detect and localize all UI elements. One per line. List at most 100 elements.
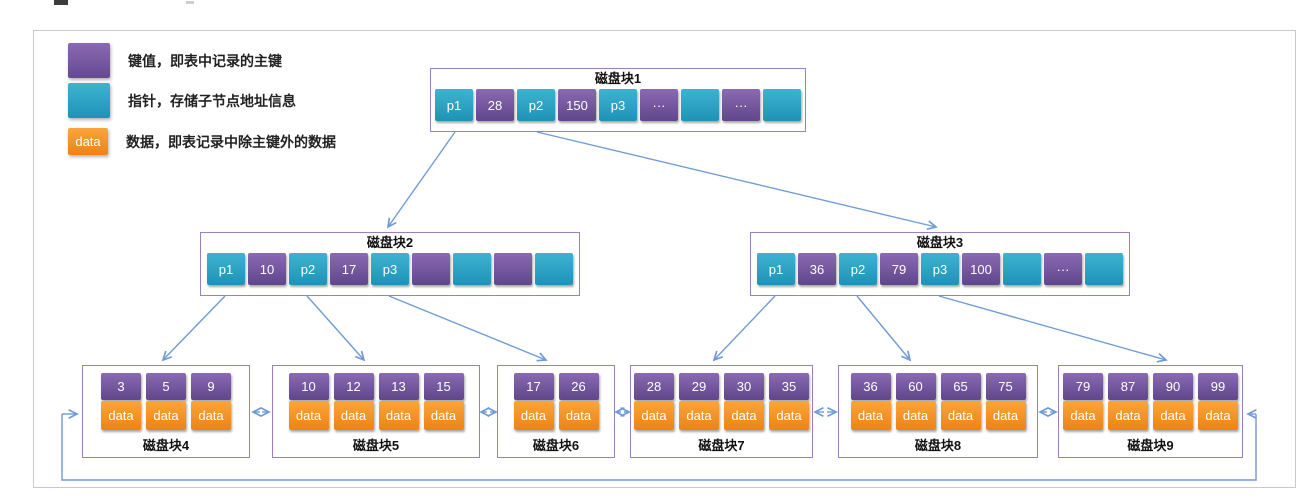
- key-cell: 150: [558, 89, 596, 121]
- data-cell: data: [724, 401, 764, 430]
- node-title: 磁盘块2: [366, 235, 414, 250]
- data-cell: data: [146, 401, 186, 430]
- pointer-cell: [763, 89, 801, 121]
- pointer-cell: p1: [435, 89, 473, 121]
- key-cell: 5: [146, 373, 186, 400]
- key-cell: 3: [101, 373, 141, 400]
- key-cell: 36: [798, 253, 836, 285]
- key-cell: 65: [940, 373, 981, 400]
- key-cell: 30: [724, 373, 764, 400]
- data-cell: data: [191, 401, 231, 430]
- key-cell: 90: [1153, 373, 1193, 400]
- data-cell: data: [679, 401, 719, 430]
- key-cell: 87: [1108, 373, 1148, 400]
- data-cell: data: [1153, 401, 1193, 430]
- pointer-cell: [1085, 253, 1123, 285]
- key-cell: 28: [634, 373, 674, 400]
- data-cell: data: [1063, 401, 1103, 430]
- pointer-cell: p2: [839, 253, 877, 285]
- legend-row-data: data 数据，即表记录中除主键外的数据: [68, 128, 336, 155]
- pointer-swatch: [68, 83, 110, 118]
- leaf-title: 磁盘块9: [1127, 438, 1174, 453]
- key-cell: 60: [895, 373, 936, 400]
- key-cell: 79: [880, 253, 918, 285]
- data-cell: data: [940, 401, 981, 430]
- key-cell: [494, 253, 532, 285]
- key-cell: 35: [769, 373, 809, 400]
- data-cell: data: [850, 401, 891, 430]
- key-swatch: [68, 43, 110, 78]
- key-cell: ···: [722, 89, 760, 121]
- key-cell: ···: [640, 89, 678, 121]
- data-cell: data: [513, 401, 554, 430]
- key-cell: ···: [1044, 253, 1082, 285]
- key-cell: 26: [558, 373, 599, 400]
- data-cell: data: [101, 401, 141, 430]
- key-cell: 36: [850, 373, 891, 400]
- leaf-title: 磁盘块6: [532, 438, 580, 453]
- key-cell: 17: [330, 253, 368, 285]
- key-cell: 29: [679, 373, 719, 400]
- legend-label-data: 数据，即表记录中除主键外的数据: [126, 133, 336, 150]
- pointer-cell: p3: [599, 89, 637, 121]
- data-cell: data: [333, 401, 374, 430]
- screenshot-artifact: [186, 1, 194, 4]
- key-cell: 100: [962, 253, 1000, 285]
- legend-label-key: 键值，即表中记录的主键: [128, 52, 282, 69]
- key-cell: 79: [1063, 373, 1103, 400]
- data-cell: data: [895, 401, 936, 430]
- data-cell: data: [1198, 401, 1238, 430]
- legend-row-pointer: 指针，存储子节点地址信息: [68, 83, 296, 118]
- leaf-title: 磁盘块7: [698, 438, 745, 453]
- pointer-cell: [453, 253, 491, 285]
- node-title: 磁盘块3: [916, 235, 964, 250]
- key-cell: 75: [985, 373, 1026, 400]
- key-cell: 12: [333, 373, 374, 400]
- data-cell: data: [558, 401, 599, 430]
- pointer-cell: p2: [517, 89, 555, 121]
- key-cell: 17: [513, 373, 554, 400]
- data-cell: data: [769, 401, 809, 430]
- leaf-title: 磁盘块8: [914, 438, 962, 453]
- legend-label-pointer: 指针，存储子节点地址信息: [128, 92, 296, 109]
- node-title: 磁盘块1: [594, 71, 642, 86]
- pointer-cell: p1: [207, 253, 245, 285]
- data-cell: data: [985, 401, 1026, 430]
- key-cell: 99: [1198, 373, 1238, 400]
- pointer-cell: [535, 253, 573, 285]
- pointer-cell: p3: [921, 253, 959, 285]
- data-cell: data: [378, 401, 419, 430]
- data-cell: data: [288, 401, 329, 430]
- key-cell: 13: [378, 373, 419, 400]
- legend-row-key: 键值，即表中记录的主键: [68, 43, 282, 78]
